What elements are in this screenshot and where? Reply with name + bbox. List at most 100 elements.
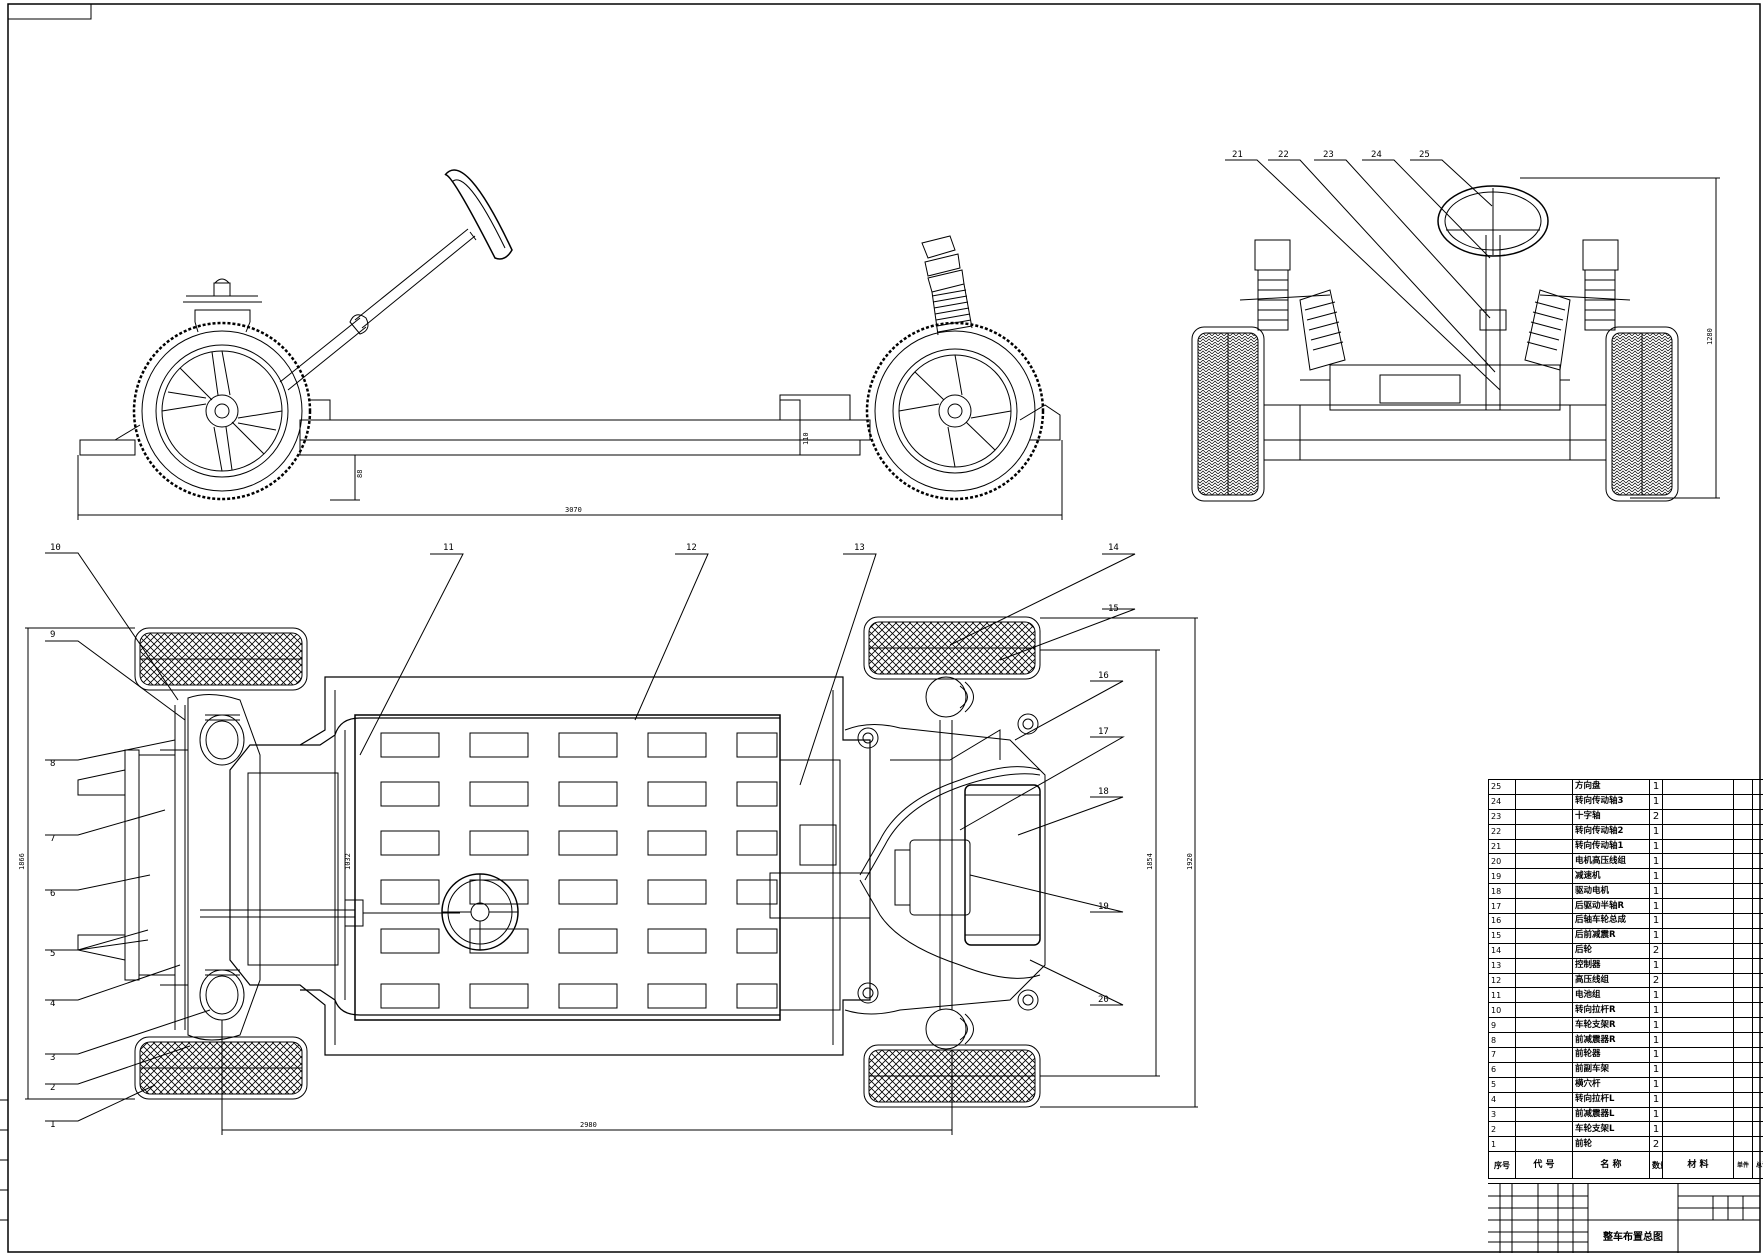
bom-row-material (1663, 1048, 1734, 1063)
bom-row-no: 5 (1489, 1077, 1516, 1092)
leader-15: 15 (1108, 604, 1119, 614)
bom-row-material (1663, 958, 1734, 973)
bom-row-no: 1 (1489, 1137, 1516, 1152)
bom-row-total-weight (1753, 958, 1763, 973)
bom-row-code (1516, 973, 1573, 988)
plan-frame (230, 677, 870, 1055)
bom-row-total-weight (1753, 1062, 1763, 1077)
bom-row-total-weight (1753, 780, 1763, 795)
bom-row-unit-weight (1734, 973, 1753, 988)
bom-row-material (1663, 1003, 1734, 1018)
leader-3: 3 (50, 1053, 55, 1063)
bom-row-material (1663, 988, 1734, 1003)
bom-row-qty: 1 (1650, 914, 1663, 929)
bom-row-qty: 1 (1650, 1048, 1663, 1063)
bom-row-material (1663, 780, 1734, 795)
bom-header-unit-weight: 单件 (1734, 1152, 1753, 1179)
bom-row-name: 前减震器L (1573, 1107, 1650, 1122)
bom-row-no: 22 (1489, 824, 1516, 839)
bom-row-total-weight (1753, 1033, 1763, 1048)
bom-row-total-weight (1753, 914, 1763, 929)
dim-plan-rear-track: 1854 (1146, 853, 1154, 870)
bom-row-name: 转向传动轴1 (1573, 839, 1650, 854)
front-leaders (1225, 160, 1500, 390)
bom-row-no: 21 (1489, 839, 1516, 854)
bom-header-qty: 数量 (1650, 1152, 1663, 1179)
bom-row-code (1516, 943, 1573, 958)
bom-row-qty: 1 (1650, 839, 1663, 854)
bom-row-total-weight (1753, 943, 1763, 958)
bom-row-unit-weight (1734, 854, 1753, 869)
bom-header-name: 名 称 (1573, 1152, 1650, 1179)
bom-row-name: 后轮 (1573, 943, 1650, 958)
bom-row-unit-weight (1734, 1062, 1753, 1077)
bom-row-name: 车轮支架L (1573, 1122, 1650, 1137)
dim-side-length: 3070 (565, 506, 582, 514)
bom-row-no: 6 (1489, 1062, 1516, 1077)
bom-row-unit-weight (1734, 914, 1753, 929)
bom-row-name: 减速机 (1573, 869, 1650, 884)
bom-row-name: 后前减震R (1573, 928, 1650, 943)
front-view: 1280 (1192, 160, 1720, 501)
bom-row-qty: 1 (1650, 869, 1663, 884)
dim-front-height: 1280 (1706, 328, 1714, 345)
leader-1: 1 (50, 1120, 55, 1130)
bom-row-no: 11 (1489, 988, 1516, 1003)
bom-row-unit-weight (1734, 1003, 1753, 1018)
bom-row-qty: 1 (1650, 1033, 1663, 1048)
side-view: 3070 88 110 (78, 170, 1062, 520)
bom-row-no: 23 (1489, 809, 1516, 824)
leader-17: 17 (1098, 727, 1109, 737)
title-block: 整车布置总图 (1488, 1183, 1760, 1253)
bom-row-unit-weight (1734, 780, 1753, 795)
bom-row-code (1516, 899, 1573, 914)
bom-row-total-weight (1753, 988, 1763, 1003)
bom-row-total-weight (1753, 824, 1763, 839)
bom-row-no: 15 (1489, 928, 1516, 943)
bom-row-material (1663, 1122, 1734, 1137)
bom-row-code (1516, 809, 1573, 824)
bom-row-unit-weight (1734, 958, 1753, 973)
bom-row-unit-weight (1734, 1137, 1753, 1152)
bom-row-unit-weight (1734, 1018, 1753, 1033)
leader-23: 23 (1323, 150, 1334, 160)
bom-row-no: 14 (1489, 943, 1516, 958)
bom-row-material (1663, 824, 1734, 839)
bom-row-code (1516, 1107, 1573, 1122)
plan-front-top-tire (135, 628, 307, 690)
bom-row-material (1663, 928, 1734, 943)
bom-row-code (1516, 824, 1573, 839)
bom-row-code (1516, 1048, 1573, 1063)
leader-4: 4 (50, 999, 55, 1009)
bom-row-no: 2 (1489, 1122, 1516, 1137)
bom-row-qty: 1 (1650, 1077, 1663, 1092)
bom-row-material (1663, 1107, 1734, 1122)
bom-row-unit-weight (1734, 899, 1753, 914)
bom-row-unit-weight (1734, 884, 1753, 899)
bom-row-name: 转向拉杆R (1573, 1003, 1650, 1018)
leader-24: 24 (1371, 150, 1382, 160)
bom-row-qty: 1 (1650, 780, 1663, 795)
bom-row-code (1516, 1062, 1573, 1077)
leader-16: 16 (1098, 671, 1109, 681)
bom-row-qty: 1 (1650, 824, 1663, 839)
bom-row-unit-weight (1734, 988, 1753, 1003)
bom-row-material (1663, 1062, 1734, 1077)
bom-row-no: 20 (1489, 854, 1516, 869)
bom-row-qty: 2 (1650, 973, 1663, 988)
bom-row-total-weight (1753, 1018, 1763, 1033)
bom-row-code (1516, 988, 1573, 1003)
bom-row-no: 24 (1489, 794, 1516, 809)
bom-row-total-weight (1753, 1122, 1763, 1137)
